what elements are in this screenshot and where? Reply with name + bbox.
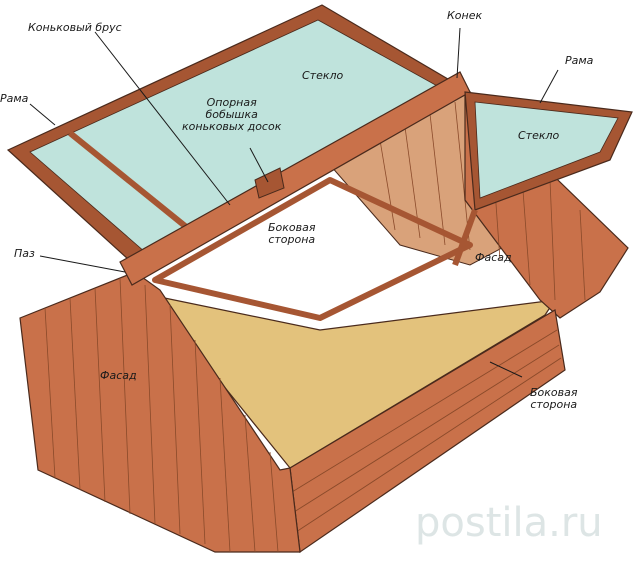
right-glass-pane [474, 101, 619, 199]
label-konkovy-brus: Коньковый брус [28, 21, 122, 34]
right-side-boards [291, 329, 562, 533]
left-frame-crossbar [68, 130, 192, 233]
label-opornaya: Опорная бобышка коньковых досок [182, 96, 282, 133]
label-fasad-left: Фасад [100, 369, 137, 382]
label-bokovaya-upper: Боковая сторона [268, 221, 316, 246]
leader-lines [29, 27, 559, 378]
label-steklo-left: Стекло [302, 69, 344, 82]
label-bokovaya-lower: Боковая сторона [530, 386, 578, 411]
label-fasad-right: Фасад [475, 251, 512, 264]
label-rama-right: Рама [565, 54, 594, 67]
open-frame-edge [152, 177, 473, 321]
watermark: postila.ru [415, 500, 603, 546]
label-steklo-right: Стекло [518, 129, 560, 142]
label-konek: Конек [447, 9, 483, 22]
ridge-support-block [254, 167, 285, 199]
label-rama-left: Рама [0, 92, 29, 105]
right-frame-prop [452, 208, 478, 267]
label-paz: Паз [14, 247, 35, 260]
left-facade-boards [44, 277, 279, 553]
